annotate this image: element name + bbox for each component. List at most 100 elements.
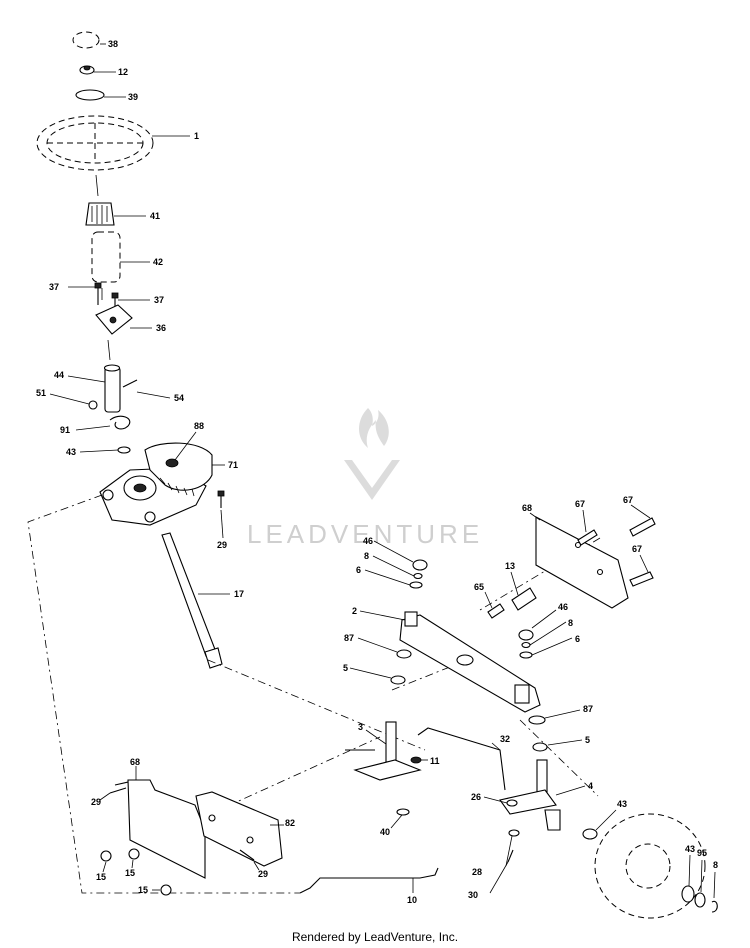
front-axle-assembly — [299, 516, 718, 919]
steering-nut-hole — [83, 65, 91, 71]
lower-steering-shaft — [161, 532, 217, 657]
washer-43b — [582, 828, 598, 840]
bolt-88 — [165, 458, 179, 468]
callout-68a: 68 — [522, 503, 532, 513]
drag-link — [417, 727, 506, 791]
nut-15b — [128, 848, 140, 860]
steering-column-assembly — [36, 31, 225, 669]
callout-91: 91 — [60, 425, 70, 435]
callout-10: 10 — [407, 895, 417, 905]
callout-68b: 68 — [130, 757, 140, 767]
callout-15b: 15 — [125, 868, 135, 878]
bolt-29b — [109, 787, 127, 794]
washer-28 — [508, 829, 520, 837]
callout-36: 36 — [156, 323, 166, 333]
washer-95 — [694, 892, 706, 908]
washer-87b — [528, 715, 546, 725]
lower-shaft-gear — [204, 647, 223, 669]
callout-67b: 67 — [623, 495, 633, 505]
pivot-bushing — [511, 587, 537, 611]
callout-67a: 67 — [575, 499, 585, 509]
axle-mount-bracket — [535, 516, 629, 609]
callout-39: 39 — [128, 92, 138, 102]
callout-26: 26 — [471, 792, 481, 802]
callout-29c: 29 — [258, 869, 268, 879]
callout-46b: 46 — [558, 602, 568, 612]
callout-87b: 87 — [583, 704, 593, 714]
lower-bracket-assembly — [100, 779, 283, 896]
callout-6a: 6 — [356, 565, 361, 575]
callout-5b: 5 — [585, 735, 590, 745]
callout-88: 88 — [194, 421, 204, 431]
callout-42: 42 — [153, 257, 163, 267]
bolt-54 — [122, 379, 138, 388]
spindle-arm-left — [353, 759, 422, 781]
callout-65: 65 — [474, 582, 484, 592]
steering-washer — [75, 89, 105, 101]
callout-95: 95 — [697, 848, 707, 858]
callout-12: 12 — [118, 67, 128, 77]
pivot-pin — [487, 603, 505, 619]
callout-1: 1 — [194, 131, 199, 141]
callout-44: 44 — [54, 370, 64, 380]
callout-40: 40 — [380, 827, 390, 837]
callout-87a: 87 — [344, 633, 354, 643]
pin-30 — [507, 849, 514, 863]
steering-wheel — [36, 115, 154, 171]
nut-15c — [160, 884, 172, 896]
watermark-text: LEADVENTURE — [247, 519, 483, 549]
steering-cap — [72, 31, 100, 49]
lower-bracket-68 — [127, 779, 206, 879]
callout-28: 28 — [472, 867, 482, 877]
callout-51: 51 — [36, 388, 46, 398]
front-wheel — [594, 813, 706, 919]
callout-5a: 5 — [343, 663, 348, 673]
callout-46a: 46 — [363, 536, 373, 546]
callout-2: 2 — [352, 606, 357, 616]
bolt-29c — [239, 849, 255, 861]
washer-43c — [681, 885, 695, 903]
bolt-67c — [629, 571, 654, 587]
callout-37a: 37 — [49, 282, 59, 292]
bolt-67a — [577, 529, 598, 546]
nut-51 — [88, 400, 98, 410]
callout-43c: 43 — [685, 844, 695, 854]
lower-bracket-82 — [195, 791, 283, 867]
clip-91 — [109, 415, 131, 430]
callout-29a: 29 — [217, 540, 227, 550]
callout-8b: 8 — [568, 618, 573, 628]
callout-11: 11 — [430, 756, 440, 766]
callout-17: 17 — [234, 589, 244, 599]
washer-5b — [532, 742, 548, 752]
callout-3: 3 — [358, 722, 363, 732]
footer-credit: Rendered by LeadVenture, Inc. — [291, 930, 459, 944]
washer-43a — [117, 446, 131, 454]
nut-40 — [396, 808, 410, 816]
front-wheel-hub — [625, 843, 671, 889]
callout-43b: 43 — [617, 799, 627, 809]
washer-87a — [396, 649, 412, 659]
washer-5a — [390, 675, 406, 685]
callout-54: 54 — [174, 393, 184, 403]
leadventure-watermark: LEADVENTURE — [247, 408, 483, 549]
nut-11 — [410, 756, 422, 764]
callout-8a: 8 — [364, 551, 369, 561]
callout-67c: 67 — [632, 544, 642, 554]
clip-8 — [711, 900, 718, 913]
cap-46b — [518, 629, 534, 641]
callout-6b: 6 — [575, 634, 580, 644]
callout-43a: 43 — [66, 447, 76, 457]
callout-71: 71 — [228, 460, 238, 470]
callout-15a: 15 — [96, 872, 106, 882]
callout-13: 13 — [505, 561, 515, 571]
callout-15c: 15 — [138, 885, 148, 895]
callout-30: 30 — [468, 890, 478, 900]
callout-38: 38 — [108, 39, 118, 49]
spindle-right — [536, 759, 548, 796]
callout-82: 82 — [285, 818, 295, 828]
steering-adapter — [85, 202, 115, 226]
cap-46a — [412, 559, 428, 571]
steering-shaft — [104, 366, 121, 413]
callout-labels: 38 12 39 1 41 42 37 37 36 44 51 54 91 88… — [36, 39, 718, 905]
